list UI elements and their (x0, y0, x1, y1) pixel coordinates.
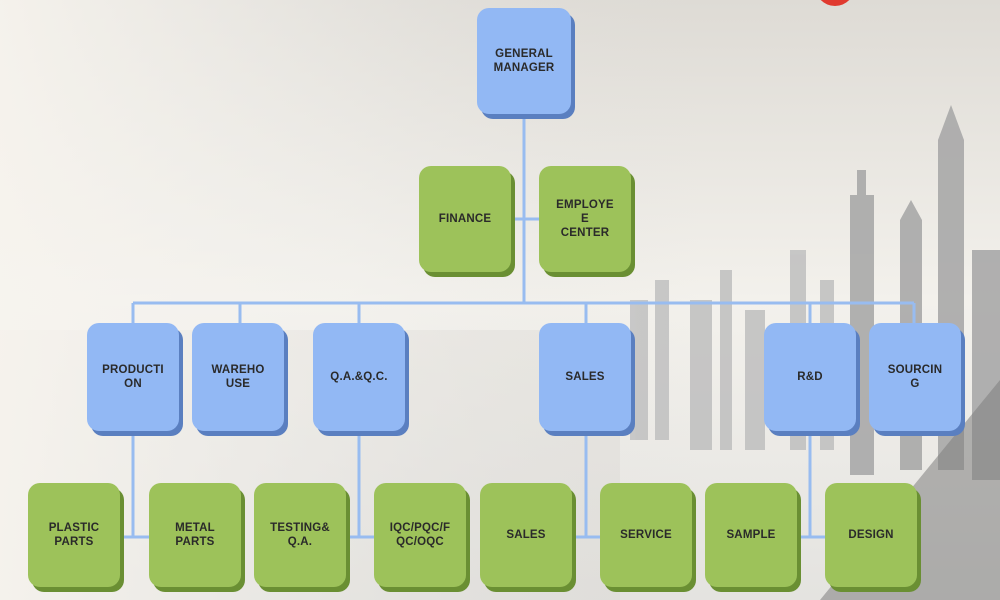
red-logo-fragment (820, 0, 850, 6)
production-label: PRODUCTI ON (102, 364, 164, 390)
general-manager-box: GENERAL MANAGER (477, 8, 571, 114)
employee-center-box: EMPLOYE E CENTER (539, 166, 631, 272)
service-box: SERVICE (600, 483, 692, 587)
sales-department-box: SALES (539, 323, 631, 431)
sample-box: SAMPLE (705, 483, 797, 587)
sales-unit-box: SALES (480, 483, 572, 587)
finance-box: FINANCE (419, 166, 511, 272)
design-label: DESIGN (848, 529, 894, 541)
testing-qa-label: TESTING& Q.A. (270, 522, 330, 548)
finance-label: FINANCE (438, 213, 492, 225)
general-manager-label: GENERAL MANAGER (493, 48, 555, 74)
warehouse-box: WAREHO USE (192, 323, 284, 431)
iqc-pqc-box: IQC/PQC/F QC/OQC (374, 483, 466, 587)
testing-qa-box: TESTING& Q.A. (254, 483, 346, 587)
metal-parts-label: METAL PARTS (175, 522, 215, 548)
plastic-parts-box: PLASTIC PARTS (28, 483, 120, 587)
sample-label: SAMPLE (726, 529, 776, 541)
employee-center-label: EMPLOYE E CENTER (556, 199, 614, 239)
qa-qc-label: Q.A.&Q.C. (330, 371, 388, 383)
sales-department-label: SALES (565, 371, 605, 383)
rnd-box: R&D (764, 323, 856, 431)
plastic-parts-label: PLASTIC PARTS (48, 522, 100, 548)
sales-unit-label: SALES (506, 529, 546, 541)
warehouse-label: WAREHO USE (211, 364, 265, 390)
design-box: DESIGN (825, 483, 917, 587)
rnd-label: R&D (797, 371, 823, 383)
iqc-pqc-label: IQC/PQC/F QC/OQC (389, 522, 451, 548)
service-label: SERVICE (620, 529, 672, 541)
sourcing-label: SOURCIN G (887, 364, 943, 390)
qa-qc-box: Q.A.&Q.C. (313, 323, 405, 431)
sourcing-box: SOURCIN G (869, 323, 961, 431)
metal-parts-box: METAL PARTS (149, 483, 241, 587)
production-box: PRODUCTI ON (87, 323, 179, 431)
